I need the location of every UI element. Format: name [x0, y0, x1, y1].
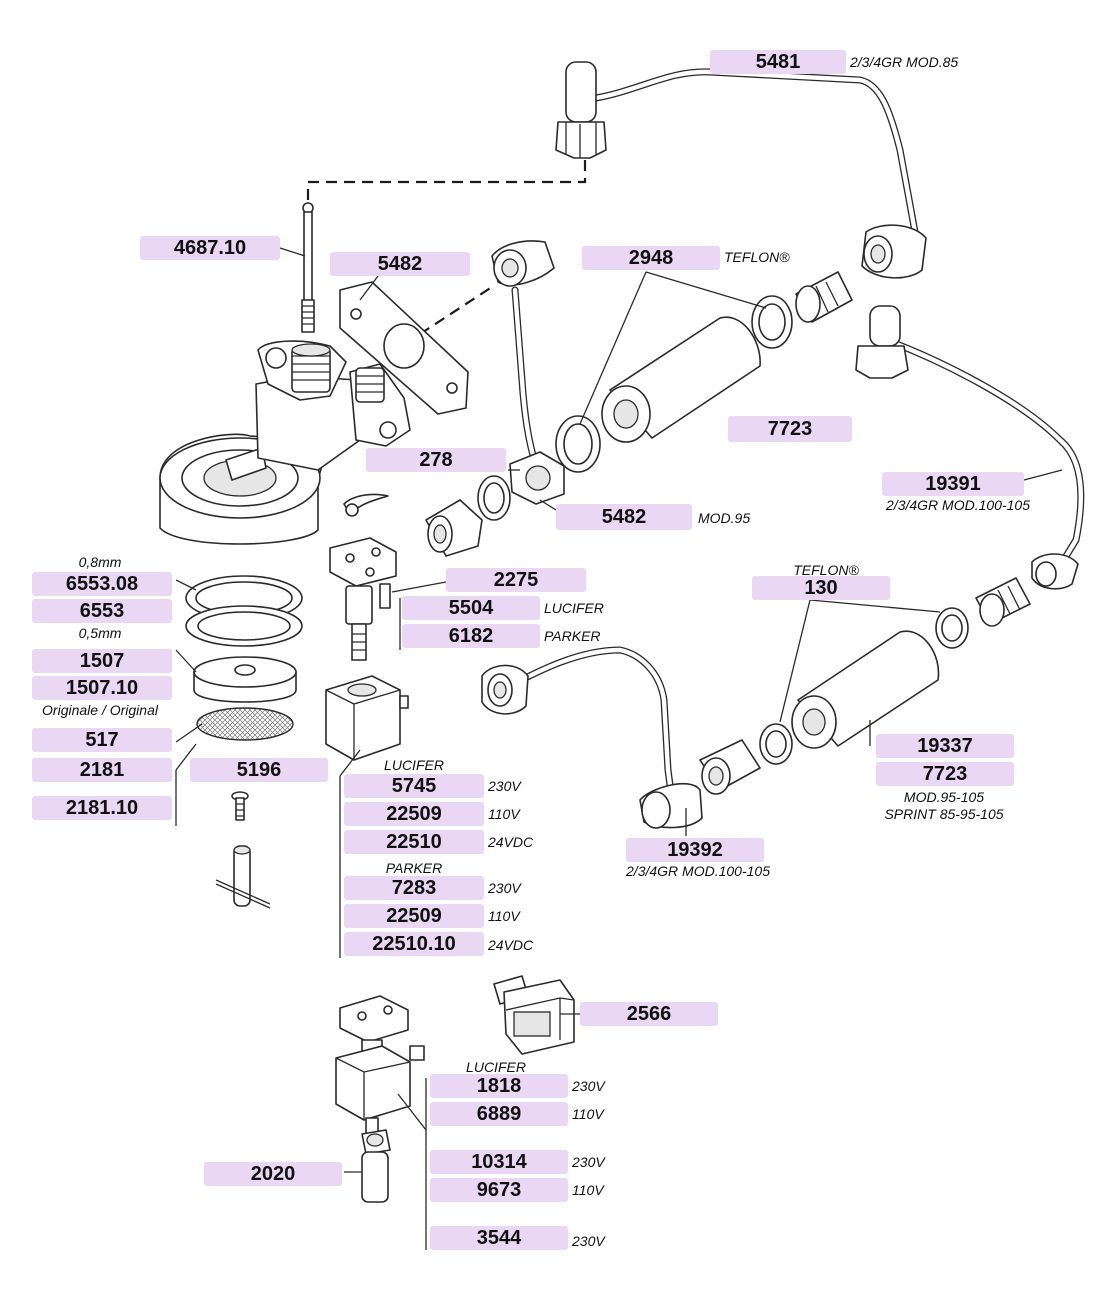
- note-5482-model: MOD.95: [698, 510, 751, 526]
- note-thickness-05: 0,5mm: [78, 625, 122, 641]
- part-label-19391: 19391: [882, 472, 1024, 496]
- part-label-22510: 22510: [344, 830, 484, 854]
- tool: [215, 845, 271, 909]
- part-label-5745: 5745: [344, 774, 484, 798]
- part-label-19392: 19392: [626, 838, 764, 862]
- note-130-teflon: TEFLON®: [793, 562, 859, 578]
- part-label-5481: 5481: [710, 50, 846, 74]
- part-label-10314: 10314: [430, 1150, 568, 1174]
- part-label-1507: 1507: [32, 649, 172, 673]
- note-7283-voltage: 230V: [488, 880, 521, 896]
- pipe-19391: [855, 305, 1085, 590]
- part-label-7723-lower: 7723: [876, 762, 1014, 786]
- note-original: Originale / Original: [42, 702, 158, 718]
- dashed-connector-top: [306, 160, 587, 204]
- part-label-130: 130: [752, 576, 890, 600]
- note-19337-model-a: MOD.95-105: [903, 789, 985, 805]
- part-label-5196: 5196: [190, 758, 328, 782]
- note-22510-10-voltage: 24VDC: [488, 937, 534, 953]
- screw-5196: [231, 791, 249, 821]
- coil-5745: [325, 675, 409, 761]
- note-3544-voltage: 230V: [572, 1233, 605, 1249]
- note-5481-model: 2/3/4GR MOD.85: [850, 54, 959, 70]
- part-label-9673: 9673: [430, 1178, 568, 1202]
- pin-278: [343, 493, 389, 517]
- part-label-517: 517: [32, 728, 172, 752]
- note-19391-model: 2/3/4GR MOD.100-105: [886, 497, 1030, 513]
- connector-2566: [493, 975, 575, 1055]
- filter-cartridge-lower: [759, 577, 1031, 765]
- part-label-2948: 2948: [582, 246, 720, 270]
- part-label-2181: 2181: [32, 758, 172, 782]
- note-22510-voltage: 24VDC: [488, 834, 534, 850]
- note-22509-lucifer-voltage: 110V: [488, 806, 520, 822]
- part-label-6182: 6182: [402, 624, 540, 648]
- part-label-5504: 5504: [402, 596, 540, 620]
- part-label-4687-10: 4687.10: [140, 236, 280, 260]
- note-parker-coils: PARKER: [385, 860, 443, 876]
- group-head-body: [159, 340, 411, 545]
- note-6889-voltage: 110V: [572, 1106, 604, 1122]
- sleeve-2020: [361, 1129, 391, 1203]
- solenoid-valve-bottom: [335, 995, 425, 1141]
- flange-plate-5482: [339, 281, 469, 415]
- note-10314-voltage: 230V: [572, 1154, 605, 1170]
- note-6182-brand: PARKER: [544, 628, 601, 644]
- note-thickness-08: 0,8mm: [78, 554, 122, 570]
- part-label-19337: 19337: [876, 734, 1014, 758]
- part-label-2275: 2275: [446, 568, 586, 592]
- part-label-5482-plate: 5482: [330, 252, 470, 276]
- note-lucifer-coils: LUCIFER: [384, 757, 444, 773]
- part-label-2020: 2020: [204, 1162, 342, 1186]
- note-1818-voltage: 230V: [572, 1078, 605, 1094]
- filter-cartridge-upper: [555, 271, 853, 473]
- note-19337-model-b: SPRINT 85-95-105: [884, 806, 1004, 822]
- part-label-7283: 7283: [344, 876, 484, 900]
- part-label-22509-parker: 22509: [344, 904, 484, 928]
- note-5745-voltage: 230V: [488, 778, 521, 794]
- part-label-1507-10: 1507.10: [32, 676, 172, 700]
- note-19392-model: 2/3/4GR MOD.100-105: [626, 863, 770, 879]
- part-label-6553: 6553: [32, 599, 172, 623]
- part-label-2566: 2566: [580, 1002, 718, 1026]
- part-label-5482-nut: 5482: [556, 504, 692, 530]
- note-lucifer-valves: LUCIFER: [466, 1059, 526, 1075]
- note-22509-parker-voltage: 110V: [488, 908, 520, 924]
- probe-4687-10: [301, 202, 315, 333]
- pipe-19392: [481, 646, 761, 829]
- solenoid-valve-2275: [329, 537, 397, 661]
- part-label-22510-10: 22510.10: [344, 932, 484, 956]
- center-pipe: [425, 240, 565, 557]
- part-label-1818: 1818: [430, 1074, 568, 1098]
- note-5504-brand: LUCIFER: [544, 600, 604, 616]
- steam-pipe-5481: [555, 61, 927, 279]
- part-label-2181-10: 2181.10: [32, 796, 172, 820]
- note-9673-voltage: 110V: [572, 1182, 604, 1198]
- dashed-connector-middle: [419, 284, 496, 335]
- gasket-stack: [185, 575, 303, 741]
- leader-lines: [175, 247, 1063, 1250]
- note-2948-teflon: TEFLON®: [724, 249, 790, 265]
- part-label-7723-upper: 7723: [728, 416, 852, 442]
- part-label-3544: 3544: [430, 1226, 568, 1250]
- part-label-6553-08: 6553.08: [32, 572, 172, 596]
- part-label-6889: 6889: [430, 1102, 568, 1126]
- part-label-22509-lucifer: 22509: [344, 802, 484, 826]
- part-label-278: 278: [366, 448, 506, 472]
